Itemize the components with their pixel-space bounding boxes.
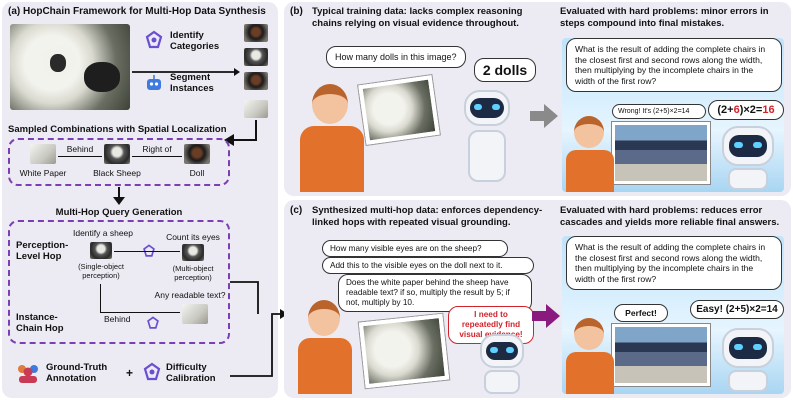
panel-c-label: (c)	[290, 205, 303, 216]
count-eyes-text: Count its eyes	[166, 232, 220, 242]
identify-sheep-text: Identify a sheep	[72, 228, 133, 238]
hop-question-1: How many visible eyes are on the sheep?	[322, 240, 508, 257]
connector-to-panel-c	[230, 281, 288, 377]
white-paper-thumb	[30, 144, 56, 164]
relation-behind: Behind	[66, 144, 94, 154]
panel-b-right-heading: Evaluated with hard problems: minor erro…	[560, 6, 769, 29]
multi-object-text: (Multi-object perception)	[172, 264, 214, 282]
wrong-calc-prefix: (2+	[717, 104, 734, 116]
wrong-calc-mid: )×2=	[739, 104, 763, 116]
easy-bubble: Easy! (2+5)×2=14	[690, 300, 784, 319]
perception-hop-label: Perception-Level Hop	[16, 240, 69, 262]
conference-photo-c	[612, 324, 710, 386]
wrong-calc-digit: 6	[733, 104, 740, 116]
sampled-combinations-box	[8, 138, 230, 186]
plus-sign: +	[126, 366, 134, 380]
white-paper-label: White Paper	[19, 168, 67, 178]
instance-hop-label: Instance-Chain Hop	[16, 312, 64, 334]
robot-icon	[144, 74, 164, 94]
sheep-crop-1	[90, 242, 112, 259]
person-figure-b	[566, 116, 614, 192]
readable-text-question: Any readable text?	[154, 290, 226, 300]
robot-figure-c	[474, 334, 530, 394]
wrong-calc-bubble: (2+6)×2=16	[708, 100, 784, 120]
doll-label: Doll	[189, 168, 205, 178]
segment-thumb-3	[244, 72, 268, 90]
held-photo-c	[358, 313, 450, 389]
sampled-title: Sampled Combinations with Spatial Locali…	[8, 124, 227, 135]
panel-a-title: (a) HopChain Framework for Multi-Hop Dat…	[8, 6, 266, 17]
identify-icon	[144, 30, 164, 50]
arrows-photo-to-parts	[132, 68, 240, 76]
query-title: Multi-Hop Query Generation	[55, 207, 183, 218]
person-figure-d	[566, 318, 614, 394]
purple-arrow	[532, 304, 560, 328]
segment-label: Segment Instances	[170, 72, 214, 94]
hard-question-bubble-c: What is the result of adding the complet…	[566, 236, 782, 290]
perfect-bubble: Perfect!	[614, 304, 668, 322]
wrong-calc-result: 16	[762, 104, 775, 116]
panel-c-right-heading: Evaluated with hard problems: reduces er…	[560, 205, 780, 228]
gray-arrow	[530, 104, 558, 128]
ground-truth-label: Ground-Truth Annotation	[46, 362, 108, 384]
doll-thumb	[184, 144, 210, 164]
held-photo	[358, 75, 440, 145]
conference-photo-b	[612, 122, 710, 184]
answer-bubble: 2 dolls	[474, 58, 536, 82]
paper-crop	[182, 304, 208, 324]
hard-question-bubble-b: What is the result of adding the complet…	[566, 38, 782, 92]
panel-c-left-heading: Synthesized multi-hop data: enforces dep…	[312, 205, 543, 228]
wrong-bubble: Wrong! It's (2+5)×2=14	[612, 104, 706, 119]
hop-question-2: Add this to the visible eyes on the doll…	[322, 257, 534, 274]
sheep-crop-2	[182, 244, 204, 261]
hop-icon-1	[142, 244, 156, 258]
black-sheep-label: Black Sheep	[93, 168, 141, 178]
segment-thumb-1	[244, 24, 268, 42]
person-figure	[300, 84, 364, 192]
segment-thumb-4	[244, 100, 268, 118]
hop-question-3: Does the white paper behind the sheep ha…	[338, 274, 532, 312]
identify-label: Identify Categories	[170, 30, 220, 52]
annotators-icon	[14, 362, 42, 384]
query-generation-box	[8, 220, 230, 344]
main-photo	[10, 24, 130, 110]
segment-thumb-2	[244, 48, 268, 66]
robot-figure-b	[716, 124, 780, 190]
single-object-text: (Single-object perception)	[78, 262, 124, 280]
robot-figure-d	[716, 326, 780, 392]
question-bubble: How many dolls in this image?	[326, 46, 466, 68]
panel-b-label: (b)	[290, 6, 303, 17]
difficulty-label: Difficulty Calibration	[166, 362, 216, 384]
calibration-icon	[142, 362, 162, 382]
person-figure-c	[298, 300, 352, 394]
robot-figure	[458, 90, 516, 192]
behind-hop-label: Behind	[104, 314, 131, 324]
relation-right-of: Right of	[142, 144, 172, 154]
panel-b-left-heading: Typical training data: lacks complex rea…	[312, 6, 523, 29]
black-sheep-thumb	[104, 144, 130, 164]
hop-icon-2	[146, 316, 160, 330]
